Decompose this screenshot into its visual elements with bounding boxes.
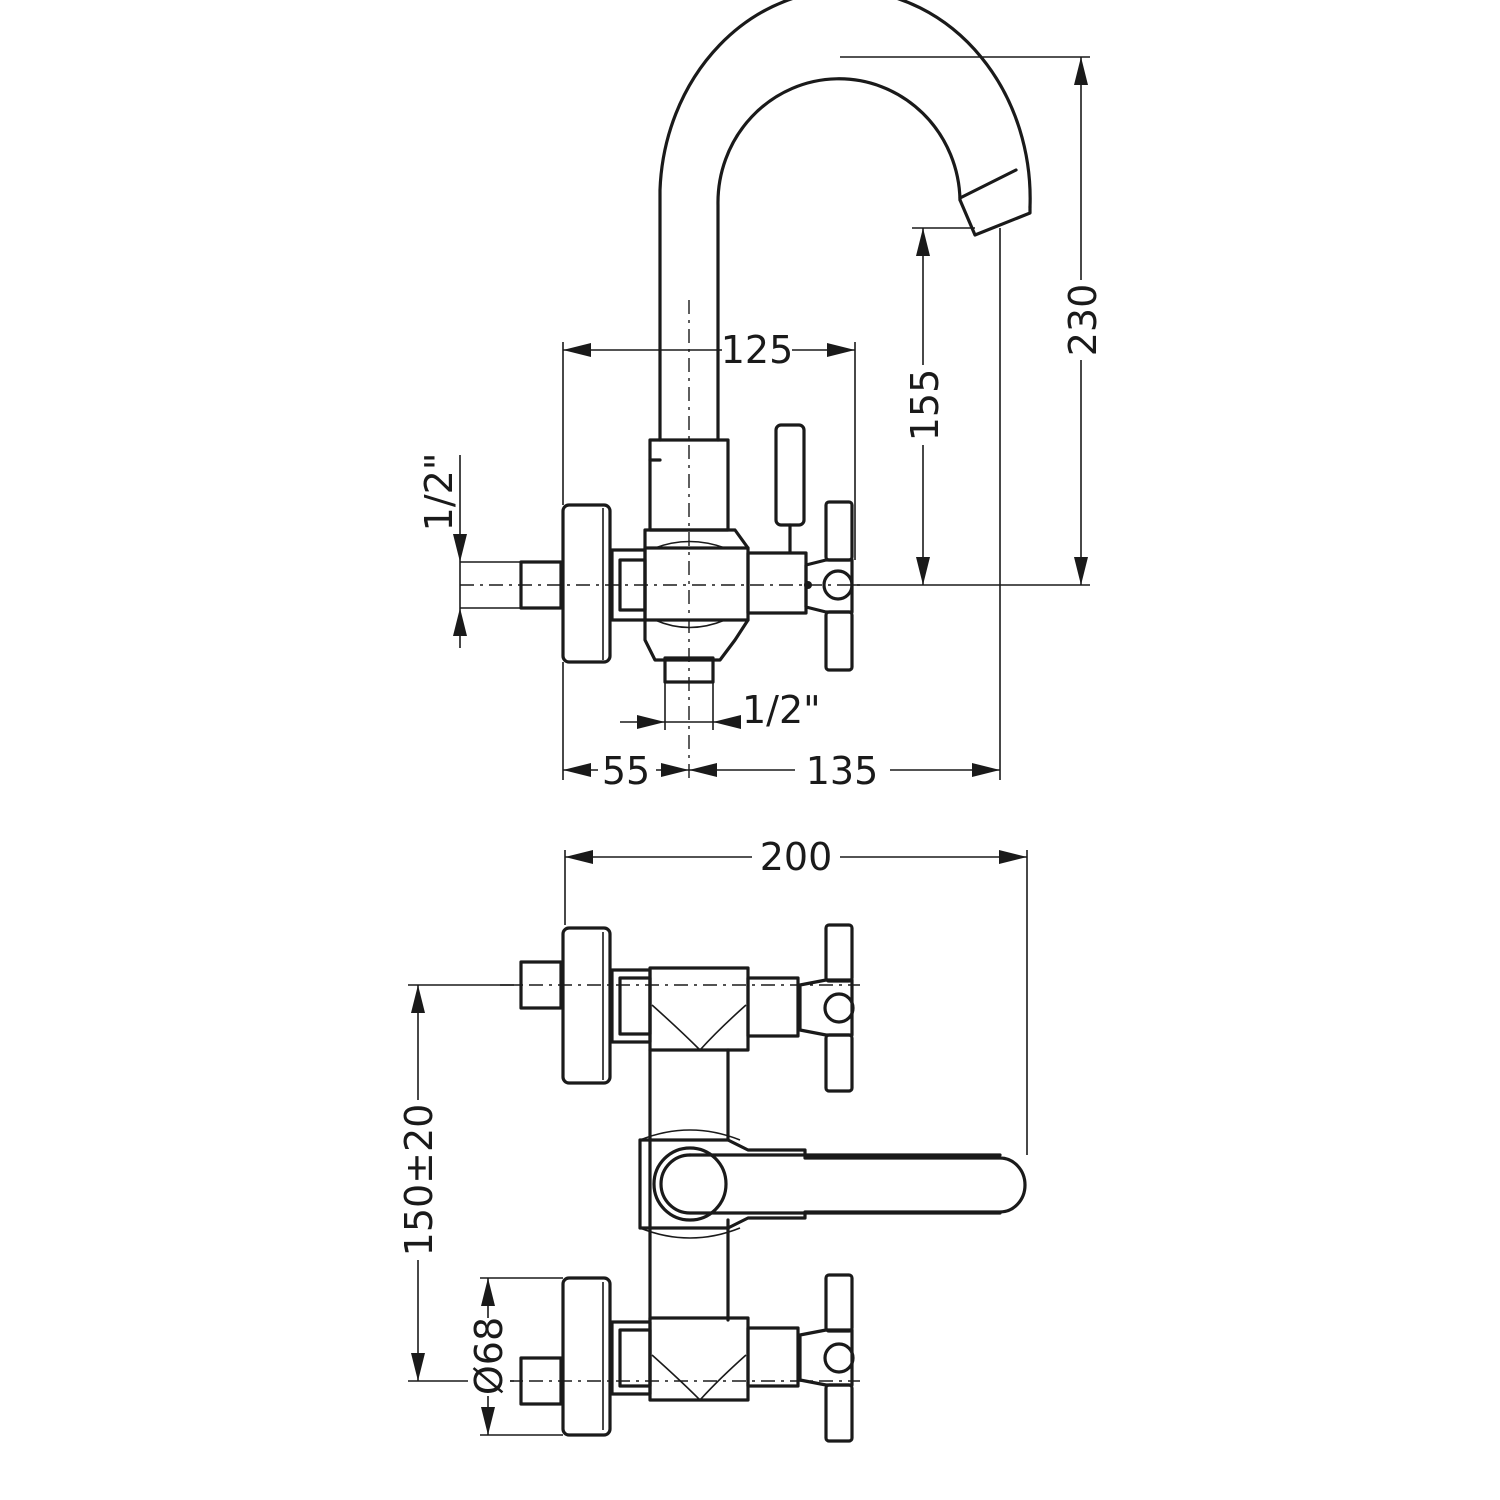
dim-155: 155 (902, 227, 975, 585)
front-view: 200 (396, 835, 1028, 1443)
dim-200: 200 (564, 835, 1028, 1155)
connecting-column (648, 1048, 730, 1322)
upper-valve (500, 923, 860, 1093)
side-view: 230 155 125 1/2" (417, 0, 1105, 793)
valve-body (460, 528, 860, 684)
dim-label-half-inch-left: 1/2" (417, 453, 461, 532)
dim-label-200: 200 (760, 835, 833, 879)
dim-230: 230 (840, 56, 1105, 586)
dim-55-135: 55 135 (562, 662, 1000, 793)
dim-label-155: 155 (903, 369, 947, 442)
dim-label-55: 55 (602, 749, 650, 793)
cross-handle (804, 500, 854, 672)
dim-125: 125 (562, 328, 856, 560)
dim-label-68: Ø68 (467, 1317, 511, 1395)
dim-label-150: 150±20 (397, 1104, 441, 1257)
dim-half-inch-left: 1/2" (417, 453, 467, 648)
diverter-lever (774, 423, 806, 554)
wall-flange (460, 503, 612, 664)
spout (658, 0, 1032, 780)
dim-label-125: 125 (721, 328, 794, 372)
dim-half-inch-bottom: 1/2" (620, 682, 821, 732)
dim-68: Ø68 (467, 1277, 563, 1436)
dim-label-half-inch-bottom: 1/2" (742, 688, 821, 732)
dim-label-230: 230 (1061, 284, 1105, 357)
dim-150: 150±20 (396, 984, 520, 1382)
spout-top (638, 1129, 1027, 1239)
lower-valve (500, 1273, 860, 1443)
dim-label-135: 135 (806, 749, 879, 793)
